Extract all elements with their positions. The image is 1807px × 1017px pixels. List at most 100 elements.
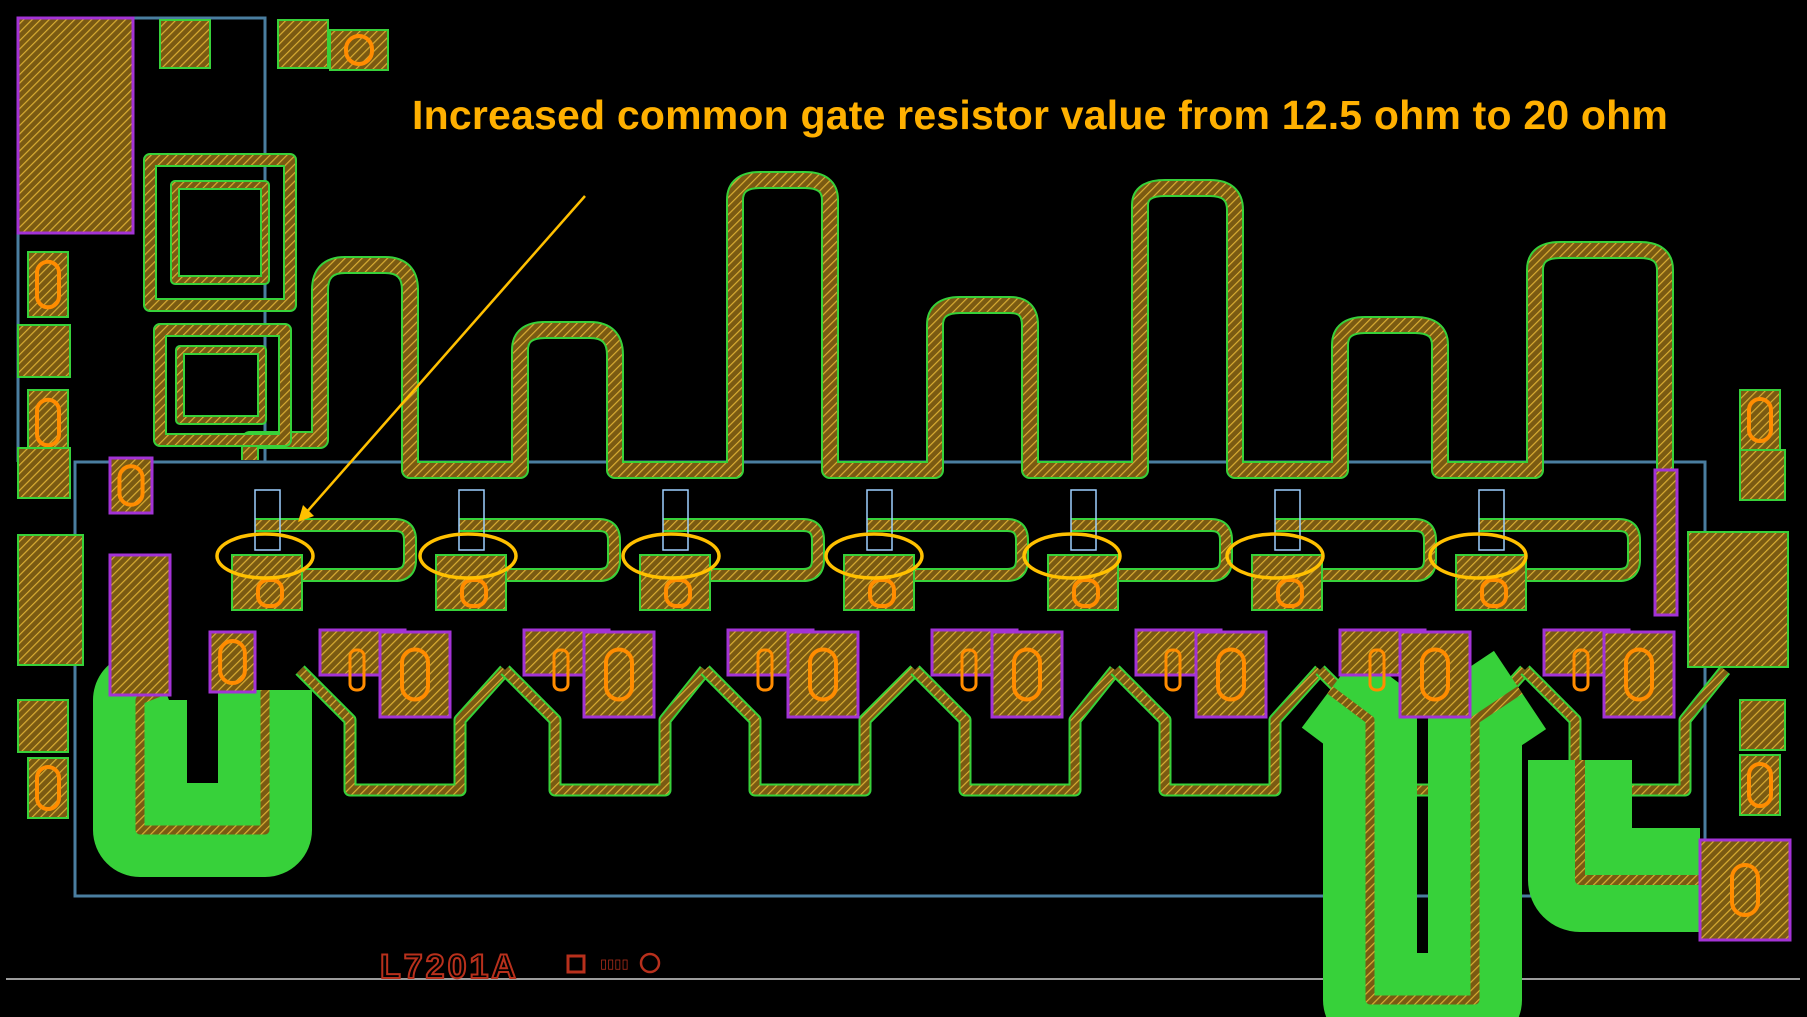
rf-out-bond-pad	[1698, 838, 1792, 942]
capacitor-outer	[155, 325, 290, 445]
source-cell-5	[1251, 554, 1323, 611]
gate-finger-1	[458, 489, 485, 551]
inductor-outer	[145, 155, 295, 310]
callout-arrow-line	[304, 195, 586, 515]
source-cell-4	[1047, 554, 1119, 611]
gnd-pad-1	[17, 699, 69, 753]
source-cell-3	[843, 554, 915, 611]
gate-pad-3-via-ring	[35, 397, 61, 448]
gate-finger-5	[1274, 489, 1301, 551]
rf-out-pad	[1687, 531, 1789, 668]
drain-trace-1	[501, 666, 709, 795]
gate-finger-3	[866, 489, 893, 551]
source-via-6	[1480, 578, 1508, 608]
gate-finger-4	[1070, 489, 1097, 551]
drain-trace-3	[911, 666, 1119, 795]
gate-serpentine-4	[1071, 520, 1231, 580]
capacitor-inner	[177, 347, 265, 423]
callout-ellipse-5	[1225, 532, 1325, 580]
gate-finger-2	[662, 489, 689, 551]
transistor-layer	[231, 489, 1590, 692]
callout-ellipse-1	[418, 532, 518, 580]
callout-ellipse-2	[621, 532, 721, 580]
callout-ellipse-6	[1428, 532, 1528, 580]
dc-pad-small-2	[277, 19, 329, 69]
source-via-0	[256, 578, 284, 608]
drain-pad-3	[1739, 699, 1786, 751]
cap-pad-main-0	[378, 630, 452, 719]
gate-serpentine-1	[459, 520, 619, 580]
gate-serpentine-6	[1479, 520, 1639, 580]
cap-ring-1	[552, 648, 570, 692]
gate-bias-pad-via-ring	[117, 464, 145, 507]
drain-trace-2	[701, 666, 919, 795]
annotation-text: Increased common gate resistor value fro…	[412, 92, 1669, 138]
rf-out-bond-pad-via-ring	[1730, 863, 1760, 917]
dc-pad-small-1	[159, 19, 211, 69]
drain-pad-1-via-ring	[1747, 397, 1773, 443]
drain-pad-2	[1739, 449, 1786, 501]
source-via-5	[1276, 578, 1304, 608]
cap-pad-main-5	[1398, 630, 1472, 719]
callout-arrow-head	[298, 505, 314, 522]
source-via-3	[868, 578, 896, 608]
source-via-2	[664, 578, 692, 608]
cap-ring-0	[348, 648, 366, 692]
rf-in-purple-pad	[108, 553, 172, 697]
inductor-inner	[172, 182, 268, 283]
rf-in-pad	[17, 534, 84, 666]
cap-ring-6	[1572, 648, 1590, 692]
drain-pad-4-via-ring	[1747, 762, 1773, 808]
drain-trace-4	[1111, 666, 1324, 795]
source-cell-2	[639, 554, 711, 611]
chip-id-label: L7201A	[380, 948, 519, 986]
source-cell-0	[231, 554, 303, 611]
meander-trace	[243, 173, 1672, 477]
gate-pad-4	[17, 447, 71, 499]
source-cell-1	[435, 554, 507, 611]
dc-pad-small-3-via-ring	[344, 34, 374, 66]
first-cap-pad-via-ring	[218, 639, 247, 685]
long-return-loop	[1327, 686, 1523, 1005]
cap-pad-main-3-via-ring	[1012, 647, 1042, 702]
gate-serpentine-3	[867, 520, 1027, 580]
source-via-1	[460, 578, 488, 608]
circle-marker-icon	[639, 952, 661, 974]
bond-pad-icon	[566, 954, 586, 974]
cap-pad-main-0-via-ring	[400, 647, 430, 702]
output-loop	[135, 685, 270, 835]
cap-pad-main-2	[786, 630, 860, 719]
cap-ring-2	[756, 648, 774, 692]
cap-ring-4	[1164, 648, 1182, 692]
callout-ellipse-0	[215, 532, 315, 580]
cap-pad-main-5-via-ring	[1420, 647, 1450, 702]
dc-pad-large	[16, 16, 135, 235]
drain-trace-0	[296, 666, 509, 795]
gnd-pad-2-via-ring	[35, 765, 61, 811]
cap-pad-main-2-via-ring	[808, 647, 838, 702]
chip-marker-text: ▯▯▯▯	[600, 956, 629, 971]
gate-serpentine-2	[663, 520, 823, 580]
callout-ellipse-3	[824, 532, 924, 580]
cap-pad-main-6	[1602, 630, 1676, 719]
drain-bias-strip	[1653, 468, 1679, 617]
rf-out-trace	[1575, 760, 1700, 885]
source-cell-6	[1455, 554, 1527, 611]
callout-layer	[215, 195, 1528, 974]
cap-pad-main-3	[990, 630, 1064, 719]
cap-pad-main-1	[582, 630, 656, 719]
cap-pad-main-4	[1194, 630, 1268, 719]
gate-finger-6	[1478, 489, 1505, 551]
source-via-4	[1072, 578, 1100, 608]
gate-pad-1-via-ring	[35, 259, 61, 310]
pad-layer	[16, 16, 1792, 942]
gate-serpentine-0	[255, 520, 415, 580]
meander-layer	[93, 153, 1731, 1017]
cap-ring-5	[1368, 648, 1386, 692]
cap-ring-3	[960, 648, 978, 692]
callout-ellipse-4	[1022, 532, 1122, 580]
cap-pad-main-4-via-ring	[1216, 647, 1246, 702]
gate-finger-0	[254, 489, 281, 551]
gate-pad-2	[17, 324, 71, 378]
